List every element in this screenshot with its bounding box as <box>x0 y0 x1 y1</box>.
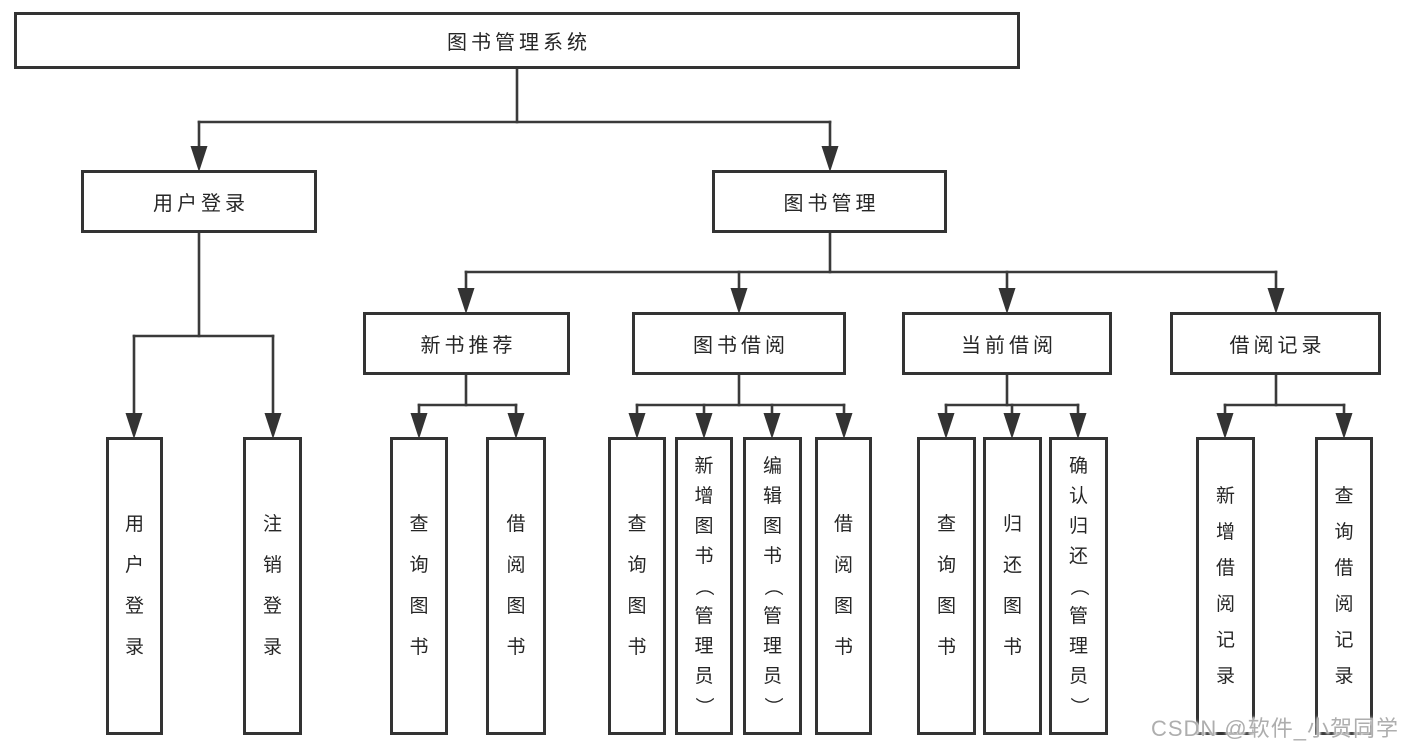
node-label-borrow-records: 借阅记录 <box>1229 335 1326 357</box>
node-label-root: 图书管理系统 <box>447 32 591 54</box>
leaf-label-user-login: 用户登录 <box>124 514 144 658</box>
node-user-login: 用户登录 <box>81 170 317 233</box>
leaf-logout: 注销登录 <box>243 437 302 735</box>
leaf-edit-books-admin: 编辑图书（管理员） <box>743 437 802 735</box>
leaf-query-borrow-record: 查询借阅记录 <box>1315 437 1373 735</box>
leaf-confirm-return-admin: 确认归还（管理员） <box>1049 437 1108 735</box>
node-library-management-system: 图书管理系统 <box>14 12 1020 69</box>
node-label-book-borrow: 图书借阅 <box>693 335 789 357</box>
leaf-label-query-books-borrow: 查询图书 <box>627 514 647 658</box>
leaf-label-query-books-current: 查询图书 <box>936 514 956 658</box>
leaf-label-return-books: 归还图书 <box>1002 514 1022 658</box>
leaf-label-logout: 注销登录 <box>262 514 282 658</box>
leaf-user-login: 用户登录 <box>106 437 163 735</box>
node-book-borrow: 图书借阅 <box>632 312 846 375</box>
leaf-label-edit-books-admin: 编辑图书（管理员） <box>761 455 783 716</box>
leaf-label-query-books-recommend: 查询图书 <box>409 514 429 658</box>
leaf-query-books-current: 查询图书 <box>917 437 976 735</box>
leaf-add-borrow-record: 新增借阅记录 <box>1196 437 1255 735</box>
node-label-book-management: 图书管理 <box>783 193 880 215</box>
leaf-label-borrow-books-recommend: 借阅图书 <box>506 514 526 658</box>
node-label-user-login: 用户登录 <box>153 193 249 215</box>
csdn-watermark: CSDN @软件_小贺同学 <box>1150 716 1399 741</box>
leaf-label-add-books-admin: 新增图书（管理员） <box>693 455 715 716</box>
leaf-label-query-borrow-record: 查询借阅记录 <box>1334 485 1354 687</box>
leaf-borrow-books: 借阅图书 <box>815 437 872 735</box>
leaf-return-books: 归还图书 <box>983 437 1042 735</box>
node-borrow-records: 借阅记录 <box>1170 312 1381 375</box>
leaf-label-borrow-books: 借阅图书 <box>833 514 853 658</box>
node-label-current-borrow: 当前借阅 <box>961 335 1057 357</box>
leaf-label-confirm-return-admin: 确认归还（管理员） <box>1067 455 1089 716</box>
leaf-query-books-recommend: 查询图书 <box>390 437 448 735</box>
node-book-management: 图书管理 <box>712 170 947 233</box>
leaf-query-books-borrow: 查询图书 <box>608 437 666 735</box>
leaf-add-books-admin: 新增图书（管理员） <box>675 437 733 735</box>
leaf-label-add-borrow-record: 新增借阅记录 <box>1215 485 1235 687</box>
leaf-borrow-books-recommend: 借阅图书 <box>486 437 546 735</box>
node-current-borrow: 当前借阅 <box>902 312 1112 375</box>
node-label-new-book-recommend: 新书推荐 <box>420 335 517 357</box>
node-new-book-recommend: 新书推荐 <box>363 312 570 375</box>
